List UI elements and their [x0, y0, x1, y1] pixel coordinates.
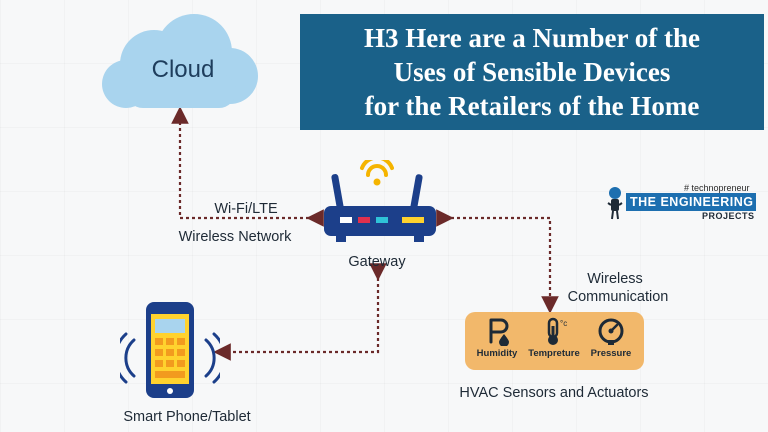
hvac-sensor-panel: Humidity °c Tempreture Pressure: [465, 312, 644, 370]
wireless-label-line2: Communication: [567, 289, 669, 305]
wifi-label-line1: Wi-Fi/LTE: [214, 201, 278, 217]
title-line-3: for the Retailers of the Home: [364, 91, 700, 121]
link-gateway-phone: [213, 263, 387, 361]
cloud-icon: [102, 14, 258, 108]
thermometer-icon: °c: [547, 317, 567, 345]
sensor-unit: °c: [560, 319, 567, 328]
cloud-label: Cloud: [151, 56, 215, 83]
wireless-label-line1: Wireless: [587, 271, 643, 287]
humidity-icon: [489, 318, 509, 346]
sensor-temperature: °c Tempreture: [524, 316, 584, 359]
pressure-gauge-icon: [598, 318, 624, 345]
title-line-1: H3 Here are a Number of the: [364, 23, 700, 53]
wifi-label-line2: Wireless Network: [178, 229, 292, 245]
brand-name: THE ENGINEERING: [626, 193, 756, 211]
sensor-humidity: Humidity: [467, 316, 527, 359]
phone-label: Smart Phone/Tablet: [123, 409, 251, 425]
link-cloud-gateway: [171, 106, 324, 227]
title-banner: H3 Here are a Number of the Uses of Sens…: [300, 14, 764, 130]
link-gateway-hvac: [436, 209, 559, 314]
sensor-pressure-label: Pressure: [590, 348, 632, 359]
sensor-humidity-label: Humidity: [476, 348, 518, 359]
robot-icon: [607, 187, 623, 220]
smartphone-icon: [120, 302, 220, 398]
brand-subtitle: PROJECTS: [702, 211, 755, 221]
hvac-label: HVAC Sensors and Actuators: [459, 385, 649, 401]
brand-tagline: # technopreneur: [684, 183, 750, 193]
sensor-temperature-label: Tempreture: [528, 348, 580, 359]
gateway-label: Gateway: [348, 254, 406, 270]
title-line-2: Uses of Sensible Devices: [393, 57, 671, 87]
router-icon: [324, 160, 436, 242]
brand-logo: # technopreneur THE ENGINEERING PROJECTS: [604, 183, 760, 223]
sensor-pressure: Pressure: [581, 316, 641, 359]
